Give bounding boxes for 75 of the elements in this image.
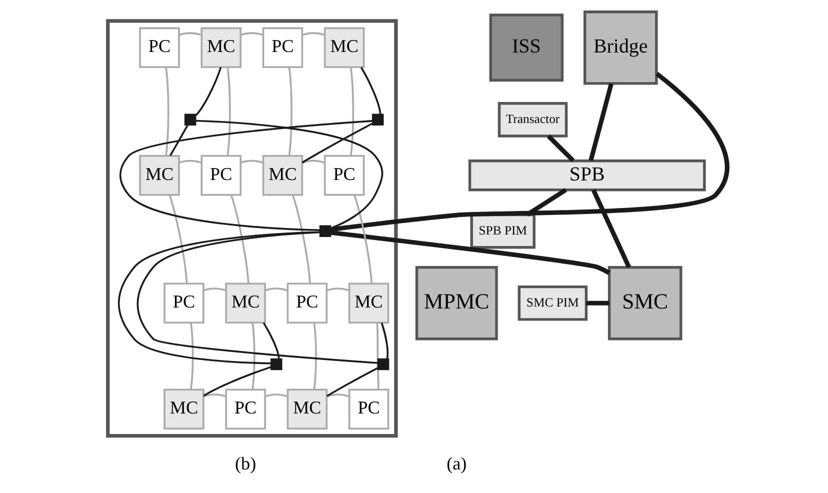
connector [190,322,194,390]
node-box: MC [139,155,180,196]
node-box: MC [164,388,204,430]
connector [118,231,320,364]
connector [165,67,170,156]
connector [262,322,280,359]
connector [203,366,272,397]
connector [292,194,311,284]
connector [350,67,354,156]
connector [330,72,730,232]
node-box: PC [139,27,180,68]
connector [264,394,288,398]
connector [203,394,226,398]
node-box: MPMC [415,266,498,340]
node-box: PC [225,388,266,430]
connector [302,160,325,164]
node-box: Bridge [584,10,658,85]
connector [330,230,610,275]
connector [196,120,384,230]
node-box: ISS [489,14,564,82]
connector [240,32,264,36]
connector [178,32,202,36]
connector [380,322,389,359]
node-box: MC [225,282,266,324]
connector [313,322,317,390]
connector [376,322,380,390]
connector [586,300,610,306]
connector [288,67,292,156]
connector [326,367,378,397]
connector [360,66,382,114]
node-box [270,358,282,370]
connector [240,160,264,164]
connector [302,32,325,36]
node-box: MC [200,27,242,68]
node-box [377,358,390,370]
node-box: PC [286,282,328,324]
connector [326,288,350,292]
connector [588,83,614,162]
label: (b) [235,453,256,474]
connector [252,322,256,390]
connector [136,231,378,364]
connector [302,122,373,164]
node-box [319,225,332,237]
node-box: PC [164,282,204,324]
node-box: PC [262,27,304,68]
connector [326,394,350,398]
node-box: PC [324,155,365,196]
connector [526,188,568,217]
connector [230,194,250,284]
connector [120,120,372,231]
node-box: MC [286,388,328,430]
connector [178,160,202,164]
node-box: SMC PIM [518,285,588,321]
node-box: PC [200,155,242,196]
node-box [372,114,384,126]
connector [226,67,231,156]
node-box: MC [324,27,365,68]
connector [354,194,373,284]
connector [195,67,222,116]
cluster [106,19,398,438]
node-box: SPB [468,160,706,192]
connector [546,134,575,162]
node-box: Transactor [498,102,568,138]
node-box [184,114,196,126]
node-box: MC [262,155,304,196]
node-box: PC [348,388,390,430]
connector [169,124,188,156]
connector [203,288,226,292]
connector [168,194,188,284]
node-box: MC [348,282,390,324]
connector [264,288,288,292]
label: (a) [446,453,467,474]
connector [591,189,631,268]
node-box: SPB PIM [470,213,536,249]
node-box: SMC [608,266,682,340]
